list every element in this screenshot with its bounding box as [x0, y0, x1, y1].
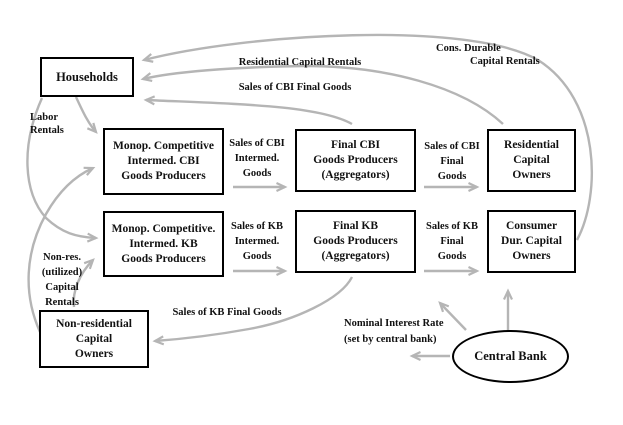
label-sales-cbi-intermed-goods: Sales of CBI Intermed. Goods — [226, 136, 288, 181]
label-line: Goods — [242, 168, 272, 179]
arrow-nonres-capital-to-cbi-producers — [27, 168, 93, 333]
node-label: Goods Producers — [121, 252, 206, 265]
label-labor-rentals: Labor Rentals — [30, 111, 64, 137]
node-label: Non-residential — [56, 317, 132, 330]
node-final-kb-producers: Final KB Goods Producers (Aggregators) — [295, 210, 416, 273]
label-sales-kb-intermed-goods: Sales of KB Intermed. Goods — [226, 219, 288, 264]
label-line: Intermed. — [234, 153, 280, 164]
arrow-central-bank-to-final-kb — [440, 303, 467, 331]
node-consumer-durable-capital-owners: Consumer Dur. Capital Owners — [487, 210, 576, 273]
label-nominal-interest-rate: Nominal Interest Rate (set by central ba… — [344, 316, 444, 348]
label-line: Non-res. — [42, 252, 81, 263]
node-label: Monop. Competitive. — [111, 222, 216, 235]
arrow-labor-to-cbi-producers — [74, 96, 96, 132]
label-line: Labor — [30, 112, 59, 123]
node-nonresidential-capital-owners: Non-residential Capital Owners — [39, 310, 149, 368]
node-label: Owners — [512, 250, 551, 262]
node-label: Goods Producers — [313, 154, 398, 166]
node-label: Dur. Capital — [501, 235, 562, 247]
label-line: Residential Capital Rentals — [238, 57, 362, 68]
label-line: Sales of CBI Final Goods — [238, 82, 352, 93]
node-label: Goods Producers — [313, 235, 398, 247]
label-line: Rentals — [45, 297, 79, 308]
label-line: Sales of CBI — [424, 141, 480, 152]
node-label: Owners — [512, 169, 551, 181]
node-label: (Aggregators) — [321, 169, 390, 181]
node-cbi-intermediate-producers: Monop. Competitive Intermed. CBI Goods P… — [103, 128, 224, 195]
arrow-sales-kb-final-to-nonres — [155, 276, 354, 341]
node-label: Intermed. CBI — [127, 155, 200, 167]
node-label: Owners — [74, 347, 114, 360]
label-residential-capital-rentals: Residential Capital Rentals — [210, 55, 390, 70]
label-line: Final — [440, 236, 464, 247]
label-line: Intermed. — [234, 236, 280, 247]
label-line: Goods — [437, 251, 467, 262]
node-label: Households — [56, 69, 118, 84]
node-final-cbi-producers: Final CBI Goods Producers (Aggregators) — [295, 129, 416, 192]
arrow-labor-to-kb-producers — [26, 97, 96, 238]
label-line: Sales of KB — [231, 221, 283, 232]
label-sales-cbi-final-to-households: Sales of CBI Final Goods — [212, 80, 378, 95]
label-line: Sales of CBI — [229, 138, 285, 149]
label-line: Goods — [437, 171, 467, 182]
label-line: Nominal Interest Rate — [344, 318, 444, 329]
node-label: Capital — [513, 154, 550, 166]
label-line: Capital Rentals — [470, 56, 540, 67]
arrow-cons-durable-capital-rentals — [144, 33, 593, 241]
node-label: Residential — [504, 139, 559, 151]
arrow-nonres-capital-to-kb-producers — [72, 260, 93, 308]
label-line: (set by central bank) — [344, 334, 437, 345]
node-label: Consumer — [505, 220, 558, 232]
label-line: Sales of KB — [426, 221, 478, 232]
label-sales-kb-final-to-nonres: Sales of KB Final Goods — [163, 305, 291, 320]
label-cons-durable-capital-rentals: Cons. Durable Capital Rentals — [436, 42, 540, 68]
node-label: Central Bank — [474, 349, 547, 363]
label-line: Final — [440, 156, 464, 167]
node-kb-intermediate-producers: Monop. Competitive. Intermed. KB Goods P… — [103, 211, 224, 277]
node-label: (Aggregators) — [321, 250, 390, 262]
node-central-bank: Central Bank — [452, 330, 569, 383]
node-label: Final KB — [332, 220, 379, 232]
label-sales-kb-final-goods: Sales of KB Final Goods — [421, 219, 483, 264]
label-line: Capital — [45, 282, 79, 293]
label-line: Rentals — [30, 125, 64, 136]
label-nonres-utilized-capital-rentals: Non-res. (utilized) Capital Rentals — [27, 250, 97, 310]
arrow-sales-cbi-final-to-households — [146, 100, 353, 126]
label-line: Goods — [242, 251, 272, 262]
node-residential-capital-owners: Residential Capital Owners — [487, 129, 576, 192]
label-line: Cons. Durable — [436, 43, 501, 54]
node-label: Intermed. KB — [129, 237, 198, 250]
node-label: Capital — [75, 332, 113, 345]
node-label: Goods Producers — [121, 170, 206, 182]
label-sales-cbi-final-goods: Sales of CBI Final Goods — [421, 139, 483, 184]
label-line: Sales of KB Final Goods — [172, 307, 282, 318]
arrow-residential-capital-rentals — [143, 64, 504, 125]
node-label: Monop. Competitive — [113, 140, 214, 152]
label-line: (utilized) — [41, 267, 83, 278]
node-label: Final CBI — [331, 139, 380, 151]
node-households: Households — [40, 57, 134, 97]
